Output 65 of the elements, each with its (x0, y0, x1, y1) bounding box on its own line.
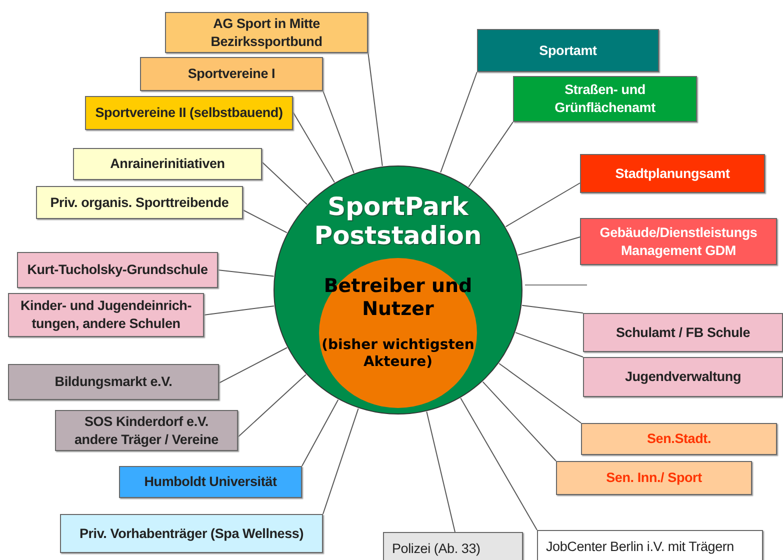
connector-line (440, 72, 478, 173)
actor-box (73, 148, 262, 180)
connector-line (515, 332, 584, 358)
actor-label: Stadtplanungsamt (615, 164, 730, 182)
actor-label: Sportamt (539, 42, 597, 60)
actor-label: Bildungsmarkt e.V. (54, 373, 172, 391)
actor-label: Sportvereine I (188, 65, 276, 83)
actor-label: Schulamt / FB Schule (616, 324, 750, 342)
connector-line (238, 374, 306, 438)
actor-box (583, 313, 783, 352)
actor-box (165, 12, 368, 53)
actor-label: Jugendverwaltung (624, 368, 742, 386)
actor-box (383, 532, 523, 560)
connector-line (460, 398, 538, 530)
actor-label: Sen. Inn./ Sport (606, 469, 702, 487)
actor-label: Sportvereine II (selbstbauend) (95, 104, 283, 122)
connector-line (505, 182, 580, 228)
actor-label: SOS Kinderdorf e.V. andere Träger / Vereine (74, 412, 220, 448)
connector-line (322, 408, 359, 514)
actor-label: Kurt-Tucholsky-Grundschule (27, 261, 208, 279)
actor-label: Sen.Stadt. (646, 430, 711, 448)
connector-line (522, 304, 584, 314)
actor-box (580, 154, 765, 193)
actor-box (513, 76, 697, 122)
actor-box (581, 423, 777, 455)
actor-box (537, 530, 763, 560)
actor-label: Priv. organis. Sporttreibende (50, 194, 229, 212)
actor-label: Priv. Vorhabenträger (Spa Wellness) (79, 524, 304, 542)
actor-box (140, 57, 323, 91)
connector-line (262, 162, 308, 205)
actor-box (556, 461, 752, 495)
actor-label: JobCenter Berlin i.V. mit Trägern (546, 538, 734, 556)
actor-label: Anrainerinitiativen (110, 155, 225, 173)
actor-box (580, 218, 777, 265)
actor-box (60, 514, 323, 553)
actor-box (85, 96, 293, 130)
actor-box (55, 410, 238, 451)
connector-line (426, 411, 456, 532)
actor-label: Gebäude/Dienstleistungs Management GDM (598, 224, 758, 260)
actor-box (8, 364, 219, 400)
actor-box (477, 29, 659, 72)
actor-box (583, 357, 783, 397)
hub-title: SportPark Poststadion (313, 193, 483, 250)
connector-line (368, 52, 383, 166)
connector-line (482, 381, 556, 462)
connector-line (468, 122, 514, 188)
actor-box (8, 293, 204, 337)
connector-line (498, 363, 582, 424)
actor-label: Humboldt Universität (144, 473, 277, 491)
connector-line (292, 112, 335, 183)
actor-label: AG Sport in Mitte Bezirkssportbund (210, 14, 324, 50)
actor-label: Polizei (Ab. 33) (392, 540, 480, 558)
hub-note: (bisher wichtigsten Akteure) (320, 337, 476, 371)
connector-line (218, 347, 288, 384)
actor-box (17, 252, 218, 288)
actor-label: Kinder- und Jugendeinrich- tungen, andere Schulen (19, 297, 193, 333)
actor-box (119, 466, 302, 498)
connector-line (242, 210, 288, 234)
connector-line (302, 399, 339, 466)
connector-line (204, 305, 275, 316)
connector-line (322, 90, 354, 174)
connector-line (518, 236, 580, 256)
connector-line (218, 270, 274, 277)
actor-box (36, 186, 243, 219)
actor-label: Straßen- und Grünflächenamt (554, 81, 656, 117)
